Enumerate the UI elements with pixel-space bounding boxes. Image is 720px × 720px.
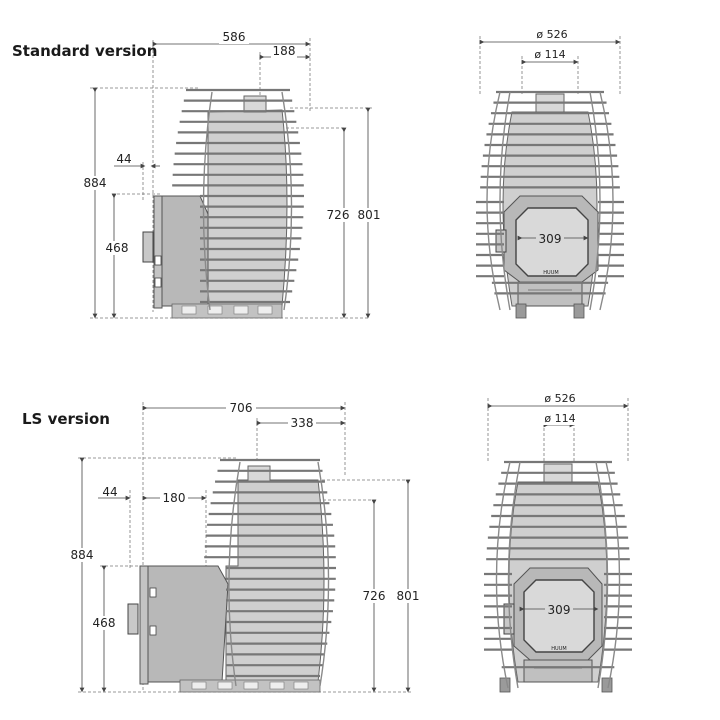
ls-side-view: 706 338 884 44 180 468 726 801 <box>68 401 422 693</box>
ls-pipe-height-label: 726 <box>363 589 386 603</box>
ls-pipe-offset-label: 338 <box>291 416 314 430</box>
std-lid-offset-label: 44 <box>116 152 131 166</box>
std-door-width-label: 309 <box>539 232 562 246</box>
ls-door-width-label: 309 <box>548 603 571 617</box>
ls-door-height-label: 468 <box>93 616 116 630</box>
svg-text:HUUM: HUUM <box>551 646 566 652</box>
ls-width-label: 706 <box>230 401 253 415</box>
ls-front-view: ø 526 ø 114 HUUM 309 <box>484 391 632 693</box>
standard-version-title: Standard version <box>12 42 158 60</box>
std-pipe-offset-label: 188 <box>273 44 296 58</box>
ls-version-title: LS version <box>22 410 110 428</box>
std-height-label: 884 <box>84 176 107 190</box>
std-width-label: 586 <box>223 30 246 44</box>
ls-total-801-label: 801 <box>397 589 420 603</box>
ls-lid-offset-label: 44 <box>102 485 117 499</box>
std-total-801-label: 801 <box>358 208 381 222</box>
ls-pipe-diameter-label: ø 114 <box>544 412 575 425</box>
ls-height-label: 884 <box>71 548 94 562</box>
std-door-height-label: 468 <box>106 241 129 255</box>
standard-side-view: 586 188 884 44 468 726 801 <box>82 30 382 319</box>
std-pipe-diameter-label: ø 114 <box>534 48 565 61</box>
std-diameter-label: ø 526 <box>536 28 567 41</box>
standard-front-view: ø 526 ø 114 HUUM 309 <box>476 27 624 319</box>
ls-diameter-label: ø 526 <box>544 392 575 405</box>
ls-door-offset-label: 180 <box>163 491 186 505</box>
svg-text:HUUM: HUUM <box>543 270 558 276</box>
std-pipe-height-label: 726 <box>327 208 350 222</box>
